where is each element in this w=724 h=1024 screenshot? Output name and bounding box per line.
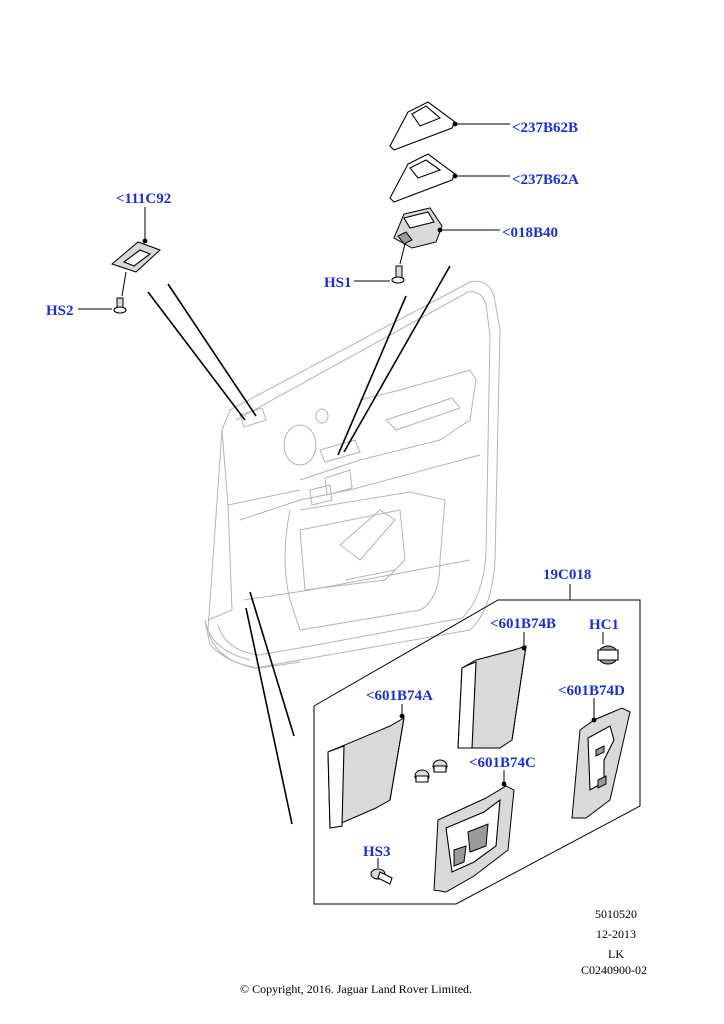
window-switch	[393, 207, 500, 249]
panel-b	[457, 632, 527, 749]
label-panel-b: <601B74B	[490, 616, 556, 632]
label-hs1: HS1	[324, 275, 352, 291]
mirror-switch	[110, 207, 161, 273]
info-date: 12-2013	[596, 927, 636, 941]
panel-d	[571, 698, 631, 819]
info-ref: C0240900-02	[581, 963, 647, 977]
kit-box	[313, 584, 641, 905]
panel-a	[327, 704, 405, 829]
info-initials: LK	[608, 947, 624, 961]
info-code: 5010520	[595, 907, 637, 921]
label-panel-a: <601B74A	[366, 688, 433, 704]
pointer-lines	[147, 265, 451, 825]
hs1-screw	[354, 243, 406, 284]
label-panel-c: <601B74C	[469, 755, 536, 771]
switch-cover-a	[389, 153, 510, 203]
hs3-screw	[370, 858, 393, 885]
label-mirror-switch: <111C92	[116, 191, 171, 207]
hc1-clip	[597, 632, 619, 665]
label-hs2: HS2	[46, 303, 74, 319]
copyright-notice: © Copyright, 2016. Jaguar Land Rover Lim…	[240, 982, 472, 996]
small-clips	[414, 759, 448, 783]
door-trim-panel	[204, 280, 501, 669]
label-switch-cover-b: <237B62B	[512, 120, 578, 136]
label-panel-d: <601B74D	[558, 683, 625, 699]
label-hc1: HC1	[589, 617, 619, 633]
switch-cover-b	[389, 101, 510, 151]
label-kit: 19C018	[543, 567, 591, 583]
panel-c	[433, 770, 515, 893]
hs2-screw	[78, 271, 127, 314]
label-switch-cover-a: <237B62A	[512, 172, 579, 188]
label-hs3: HS3	[363, 844, 391, 860]
label-window-switch: <018B40	[502, 225, 558, 241]
